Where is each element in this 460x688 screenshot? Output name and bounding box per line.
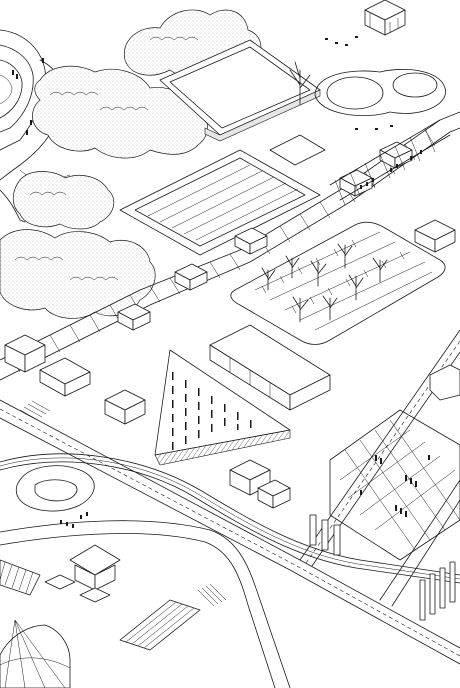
oval-track <box>314 69 446 117</box>
top-pavilion <box>364 0 406 36</box>
bare-trees <box>261 61 388 323</box>
top-pool <box>159 39 321 142</box>
small-markers <box>325 36 393 130</box>
large-pool <box>119 134 326 256</box>
zebra-crossing <box>19 400 227 607</box>
stairs <box>119 599 201 651</box>
column-row <box>309 514 456 621</box>
small-buildings-center <box>229 459 291 509</box>
right-edge-buildings <box>414 219 460 401</box>
deck-pavilions <box>4 141 413 425</box>
tent-dome <box>0 619 71 688</box>
parking-lot <box>230 221 446 345</box>
hip-roof-house <box>44 544 121 603</box>
triangle-building <box>154 349 291 466</box>
pavilion-1 <box>117 303 151 331</box>
pavilion-left <box>4 334 91 397</box>
striped-ramp <box>0 559 41 596</box>
plaza-rounded <box>15 465 95 528</box>
long-building <box>209 324 331 411</box>
pavilion-3 <box>234 227 268 255</box>
right-pergola <box>329 119 451 206</box>
garden-grid <box>329 409 460 561</box>
pavilion-2 <box>174 263 208 291</box>
pavilion-mid-low <box>104 389 146 425</box>
